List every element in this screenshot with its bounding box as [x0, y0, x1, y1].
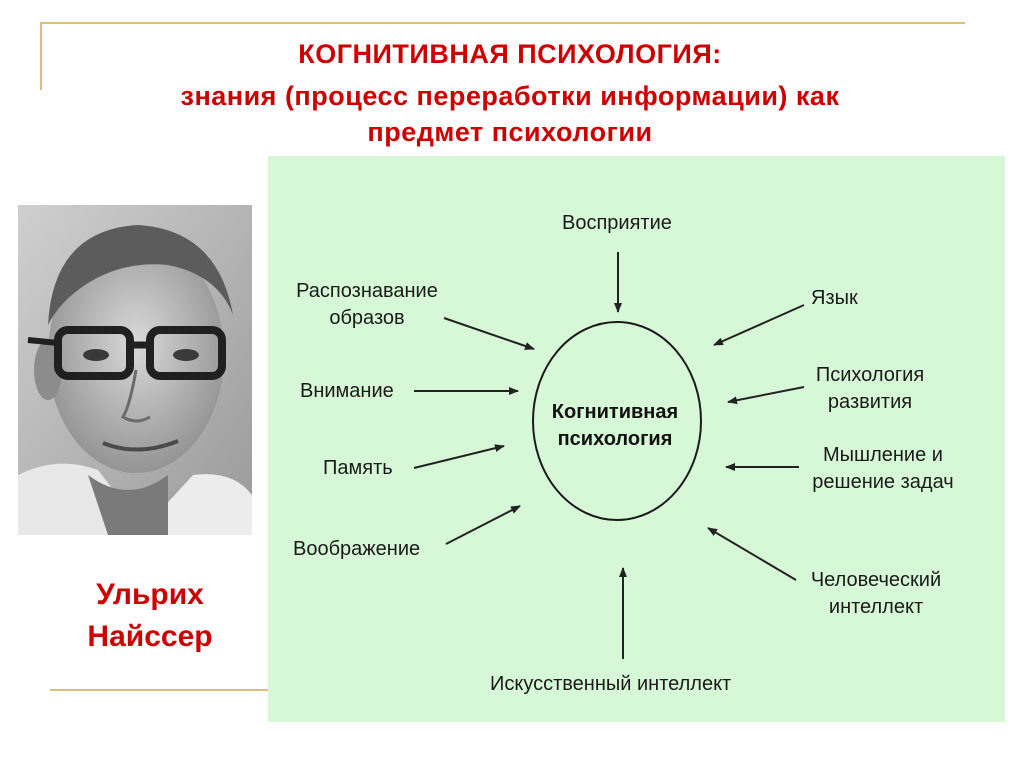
label-attention: Внимание	[300, 380, 394, 402]
arrow-language	[713, 304, 805, 346]
label-developmental-psychology-line2: развития	[827, 391, 913, 413]
label-human-intellect-line1: Человеческий	[810, 569, 942, 591]
arrow-memory	[413, 444, 505, 469]
slide-subtitle-line2: предмет психологии	[367, 117, 653, 147]
label-pattern-recognition: Распознавание образов	[282, 278, 452, 332]
label-developmental-psychology-line1: Психология	[815, 364, 925, 386]
label-perception: Восприятие	[562, 212, 672, 234]
center-label-line1: Когнитивная	[551, 401, 679, 423]
arrow-imagination	[445, 505, 521, 545]
label-artificial-intelligence: Искусственный интеллект	[490, 673, 732, 695]
label-human-intellect: Человеческий интеллект	[796, 567, 956, 621]
person-first-name: Ульрих	[96, 578, 204, 611]
center-ellipse	[532, 321, 702, 521]
top-accent-line	[40, 22, 965, 24]
slide-subtitle-line1: знания (процесс переработки информации) …	[180, 81, 840, 111]
label-human-intellect-line2: интеллект	[828, 596, 924, 618]
arrow-developmental-psychology	[727, 386, 805, 405]
arrow-pattern-recognition	[443, 317, 535, 350]
portrait-photo	[18, 205, 252, 535]
portrait-illustration	[18, 205, 252, 535]
label-memory: Память	[323, 457, 393, 479]
bottom-accent-line	[50, 689, 280, 691]
label-imagination: Воображение	[293, 538, 421, 560]
label-developmental-psychology: Психология развития	[800, 362, 940, 416]
label-language: Язык	[811, 287, 858, 309]
label-thinking-line2: решение задач	[812, 471, 954, 493]
slide-title: КОГНИТИВНАЯ ПСИХОЛОГИЯ:	[298, 39, 722, 69]
center-label: Когнитивная психология	[530, 399, 700, 453]
center-label-line2: психология	[557, 428, 673, 450]
diagram-panel: Когнитивная психология Восприятие Распоз…	[268, 156, 1005, 722]
person-last-name: Найссер	[87, 620, 213, 653]
label-thinking-line1: Мышление и	[823, 444, 943, 466]
label-thinking-problem-solving: Мышление и решение задач	[798, 442, 968, 496]
diagram-graphics	[413, 252, 805, 659]
label-pattern-recognition-line1: Распознавание	[296, 280, 438, 302]
arrow-human-intellect	[707, 527, 797, 581]
label-pattern-recognition-line2: образов	[329, 307, 405, 329]
left-accent-line	[40, 22, 42, 90]
